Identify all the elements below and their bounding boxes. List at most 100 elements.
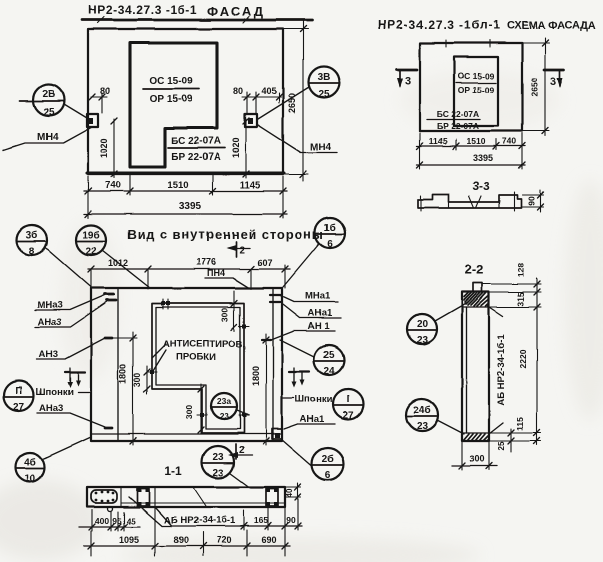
svg-text:1510: 1510 — [467, 136, 486, 146]
leader-3b-8 — [44, 246, 92, 288]
schema-title-code: НР2-34.27.3 -1бл-1 — [378, 18, 501, 32]
leader-plug-note — [151, 343, 167, 372]
svg-text:740: 740 — [105, 180, 121, 191]
balloon-3v-25: 3В 25 — [307, 65, 341, 100]
shponka-symbol-right — [287, 367, 311, 388]
balloon-3b-8: 3б 8 — [15, 223, 49, 257]
facade-dims-bottom: 740 1510 1145 3395 — [83, 174, 288, 219]
leader-24b-23 — [436, 419, 465, 435]
leader-item-label-2-2 — [487, 305, 504, 435]
balloon-20-23: 20 23 — [405, 312, 439, 346]
svg-text:1095: 1095 — [119, 535, 139, 545]
svg-text:25: 25 — [323, 350, 335, 361]
svg-text:2: 2 — [239, 445, 245, 456]
inner-panel-outline — [89, 286, 284, 443]
section-3-3-dim-90: 90 — [521, 189, 544, 213]
section-3-3: 3-3 90 — [417, 179, 544, 213]
inner-anchor-top-label: ПН4 — [207, 268, 225, 278]
schema-panel-outline — [418, 41, 524, 133]
leader-3v-25 — [257, 86, 310, 153]
svg-text:2: 2 — [239, 245, 245, 256]
section-3-marker-right: 3 — [542, 68, 566, 88]
inner-dims-top: 1012 1776 607 — [87, 257, 291, 290]
svg-text:90: 90 — [286, 515, 296, 525]
facade-sill-mark-top: БС 22-07А — [171, 136, 221, 147]
balloon-i-27: I 27 — [331, 387, 365, 421]
svg-text:1510: 1510 — [167, 180, 188, 191]
svg-text:10: 10 — [24, 473, 36, 484]
svg-text:6: 6 — [327, 239, 333, 250]
frame-section-left — [136, 487, 150, 507]
svg-text:300: 300 — [469, 454, 484, 464]
balloon-25-24: 25 24 — [312, 343, 346, 377]
facade-dim-405: 405 — [261, 86, 276, 96]
svg-text:690: 690 — [261, 535, 276, 545]
svg-text:3395: 3395 — [179, 201, 202, 212]
inner-dim-300-top: 300 — [220, 290, 238, 332]
section-1-1-title: 1-1 — [164, 464, 182, 478]
svg-text:24б: 24б — [413, 404, 430, 416]
svg-text:25: 25 — [43, 107, 55, 118]
svg-text:3б: 3б — [26, 229, 38, 241]
inner-labels-left: МНа3 АНа3 АН3 Шпонки АНа3 — [34, 294, 109, 428]
section-1-1-profile — [85, 485, 287, 513]
facade-view: НР2-34.27.3 -1б-1 ФАСАД ОС 15-09 ОР 15-0… — [2, 3, 341, 219]
svg-text:23: 23 — [212, 452, 224, 463]
section-2-marker-bottom: 2 — [228, 443, 253, 460]
section-1-1: 1-1 23 23 — [78, 444, 303, 557]
leader-23-23 — [229, 472, 250, 488]
svg-text:400: 400 — [95, 516, 109, 526]
svg-text:АНа1: АНа1 — [308, 308, 333, 319]
svg-text:3: 3 — [405, 75, 411, 87]
schema-sill-mark-bottom: БР 22-07А — [437, 121, 479, 131]
svg-text:22: 22 — [85, 246, 97, 257]
facade-dim-80-right: 80 — [233, 86, 243, 96]
svg-text:3: 3 — [550, 76, 556, 88]
svg-text:300: 300 — [220, 308, 230, 322]
svg-text:2б: 2б — [322, 453, 334, 465]
svg-text:720: 720 — [216, 535, 231, 545]
svg-text:1145: 1145 — [429, 136, 448, 146]
svg-text:24: 24 — [323, 366, 335, 377]
leader-2b-6 — [280, 438, 313, 467]
facade-sill-mark-bottom: БР 22-07А — [171, 152, 220, 163]
facade-window-mark-top: ОС 15-09 — [149, 76, 193, 87]
svg-text:2В: 2В — [43, 89, 56, 100]
svg-text:4б: 4б — [24, 456, 36, 468]
section-3-3-title: 3-3 — [472, 179, 490, 193]
svg-text:АН 1: АН 1 — [308, 321, 330, 332]
svg-text:Шпонки: Шпонки — [36, 387, 74, 398]
svg-text:890: 890 — [173, 535, 188, 545]
leader-2v-25 — [63, 103, 88, 119]
svg-text:23а: 23а — [217, 396, 231, 406]
schema-window-mark-top: ОС 15-09 — [458, 71, 495, 81]
facade-dim-1020-left: 1020 — [99, 117, 118, 179]
facade-dim-80-left: 80 — [100, 86, 110, 96]
svg-text:45: 45 — [126, 516, 136, 526]
anchor-loop — [472, 282, 483, 293]
inner-view: Вид с внутренней стороны 3б 8 19б 22 1б … — [2, 216, 365, 484]
facade-dim-1020-right: 1020 — [231, 117, 250, 179]
inner-anchor-marks — [103, 292, 283, 440]
balloon-1b-6: 1б 6 — [313, 216, 347, 250]
svg-text:АНа3: АНа3 — [37, 317, 61, 328]
facade-title-name: ФАСАД — [207, 4, 265, 19]
svg-text:115: 115 — [515, 417, 525, 431]
inner-dim-1800-right: 1800 — [251, 333, 270, 446]
svg-text:25: 25 — [497, 441, 506, 450]
facade-anchor-label-right: МН4 — [310, 142, 332, 153]
svg-text:25: 25 — [318, 89, 330, 100]
svg-text:19б: 19б — [82, 229, 99, 241]
svg-text:1800: 1800 — [251, 366, 261, 386]
schema-dims-bottom: 1145 1510 740 3395 — [416, 132, 526, 170]
balloon-2b-6: 2б 6 — [310, 446, 346, 482]
section-2-2: 2-2 АБ НР2-34-1б-1 128 315 2220 115 — [404, 262, 542, 471]
section-3-marker-left: 3 — [394, 68, 419, 88]
svg-text:740: 740 — [502, 136, 516, 146]
svg-text:АН3: АН3 — [39, 349, 58, 360]
svg-text:I: I — [347, 394, 350, 405]
shponka-symbol-left — [63, 367, 87, 388]
balloon-23a-23: 23а 23 — [209, 391, 239, 421]
svg-text:1020: 1020 — [99, 138, 109, 158]
svg-text:607: 607 — [257, 258, 272, 268]
